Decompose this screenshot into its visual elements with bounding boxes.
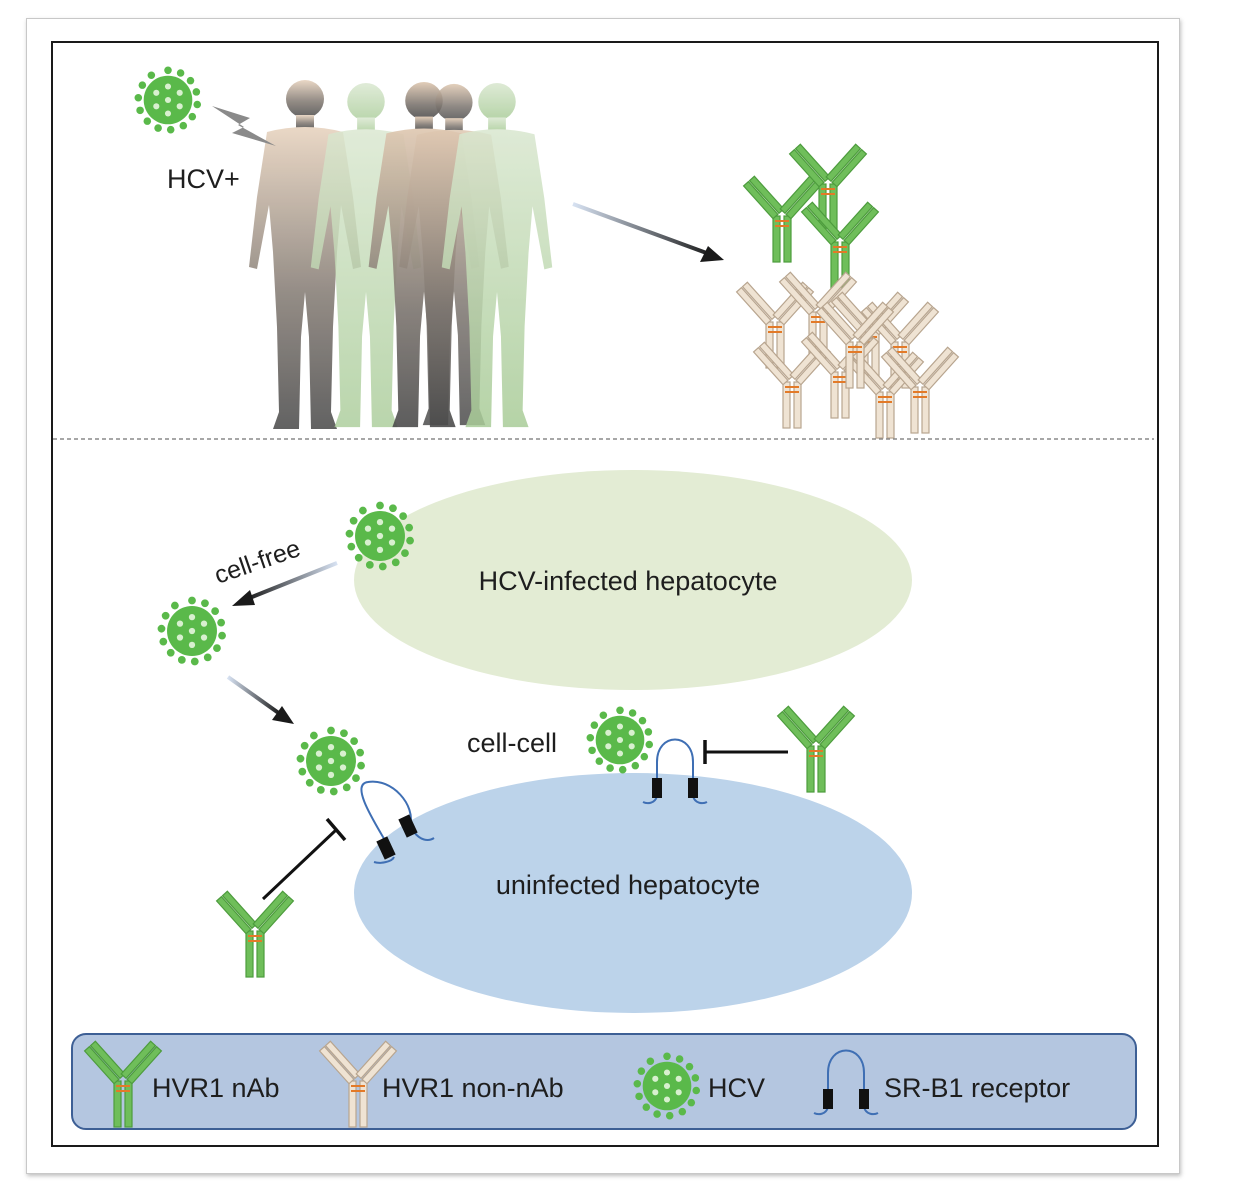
legend-non-nab-label: HVR1 non-nAb — [382, 1073, 564, 1103]
infected-hepatocyte-label: HCV-infected hepatocyte — [479, 566, 778, 596]
uninfected-hepatocyte — [354, 773, 912, 1013]
arrow-head-icon — [700, 246, 724, 262]
arrow-to-antibodies — [572, 202, 713, 257]
hcv-positive-label: HCV+ — [167, 164, 240, 194]
legend-nab-label: HVR1 nAb — [152, 1073, 280, 1103]
legend-hcv-label: HCV — [708, 1073, 765, 1103]
hcv-virus-icon — [157, 596, 226, 666]
figure-inner-border — [51, 41, 1159, 1147]
cell-cell-label: cell-cell — [467, 728, 557, 758]
infected-hepatocyte — [354, 470, 912, 690]
arrow-head-icon — [232, 590, 255, 606]
hcv-virus-icon — [134, 66, 202, 134]
nab-antibody-icon — [800, 201, 880, 289]
lightning-bolt-icon — [212, 106, 276, 146]
nab-antibody-icon — [215, 890, 295, 978]
nab-antibody-icon — [776, 705, 856, 793]
antibody-pool-non-nab — [735, 271, 960, 439]
cell-free-arrow — [246, 561, 338, 601]
entry-arrow — [226, 675, 282, 716]
inhibition-bar — [325, 817, 347, 842]
uninfected-hepatocyte-label: uninfected hepatocyte — [496, 870, 760, 900]
srb1-receptor-left — [360, 780, 435, 864]
inhibition-line — [261, 828, 338, 901]
hcv-virus-icon — [586, 706, 654, 774]
legend-srb1-label: SR-B1 receptor — [884, 1073, 1070, 1103]
hcv-virus-icon — [296, 726, 365, 796]
arrow-head-icon — [272, 706, 294, 724]
legend: HVR1 nAb HVR1 non-nAb HCV SR-B1 receptor — [71, 1033, 1137, 1130]
patient-cohort — [249, 80, 553, 429]
antibody-pool-nab — [742, 143, 880, 289]
